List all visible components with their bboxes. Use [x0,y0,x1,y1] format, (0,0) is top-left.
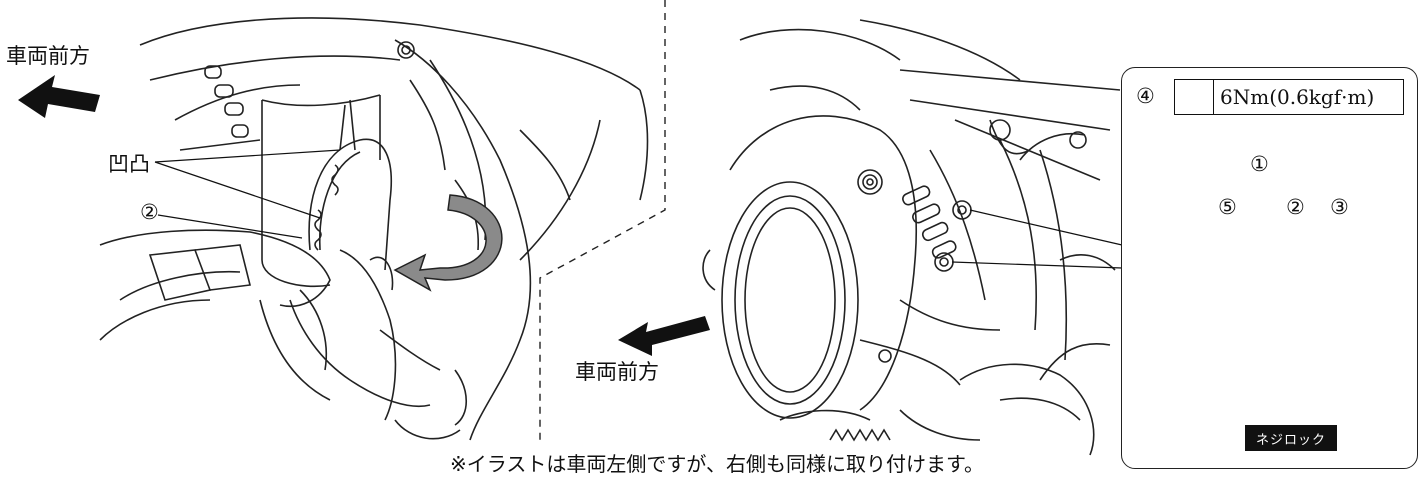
bumps-callout-label: 凹凸 [108,152,150,176]
part-3-label: ③ [1330,195,1349,219]
part-2-callout-left: ② [140,200,159,224]
part-2-label: ② [1286,195,1305,219]
callout-leaders-left [154,149,341,239]
right-illustration [702,19,1121,456]
rotation-arrow [393,194,503,292]
footnote: ※イラストは車両左側ですが、右側も同様に取り付けます。 [450,452,984,476]
tool-cell [1175,80,1214,114]
front-direction-arrow-left [18,75,100,118]
part-4-label: ④ [1136,84,1155,108]
part-5-label: ⑤ [1218,195,1237,219]
detail-inset [1121,67,1418,469]
bolt-leaders [951,209,1123,269]
part-1-label: ① [1250,152,1269,176]
front-direction-arrow-right [618,316,710,356]
front-direction-label-right: 車両前方 [575,360,659,384]
front-direction-label-left: 車両前方 [6,44,90,68]
torque-value: 6Nm(0.6kgf·m) [1220,85,1375,109]
panel-divider [539,0,666,440]
torque-spec-box: 6Nm(0.6kgf·m) [1174,79,1404,115]
threadlock-label: ネジロック [1245,425,1337,451]
left-illustration [99,17,649,441]
